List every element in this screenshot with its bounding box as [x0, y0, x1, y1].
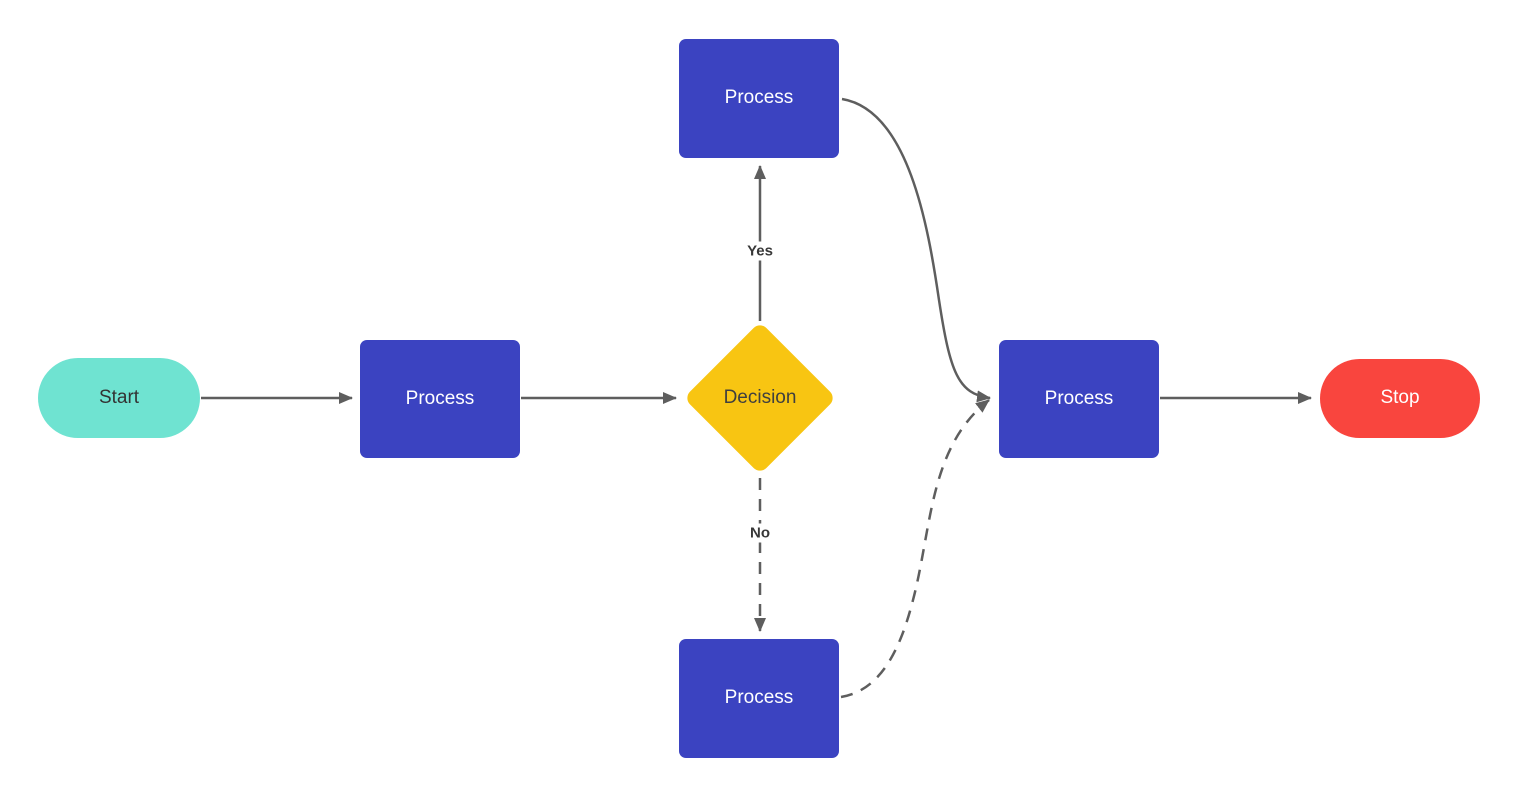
node-process-right[interactable]: Process — [999, 340, 1159, 458]
node-stop[interactable]: Stop — [1320, 359, 1480, 438]
edge-label-no: No — [745, 523, 775, 543]
edge-process-bottom-to-process-right[interactable] — [840, 399, 990, 699]
node-process-left[interactable]: Process — [360, 340, 520, 458]
node-process-bottom[interactable]: Process — [679, 639, 839, 758]
edge-label-yes: Yes — [742, 241, 778, 261]
node-stop-label: Stop — [1380, 387, 1420, 409]
node-process-top[interactable]: Process — [679, 39, 839, 158]
node-process-left-label: Process — [405, 387, 475, 409]
node-start[interactable]: Start — [38, 358, 200, 438]
node-process-bottom-label: Process — [724, 687, 794, 709]
node-decision-label: Decision — [723, 387, 797, 408]
node-process-top-label: Process — [724, 87, 794, 109]
node-process-right-label: Process — [1044, 387, 1114, 409]
node-start-label: Start — [98, 386, 140, 408]
edge-process-top-to-process-right[interactable] — [841, 97, 991, 403]
